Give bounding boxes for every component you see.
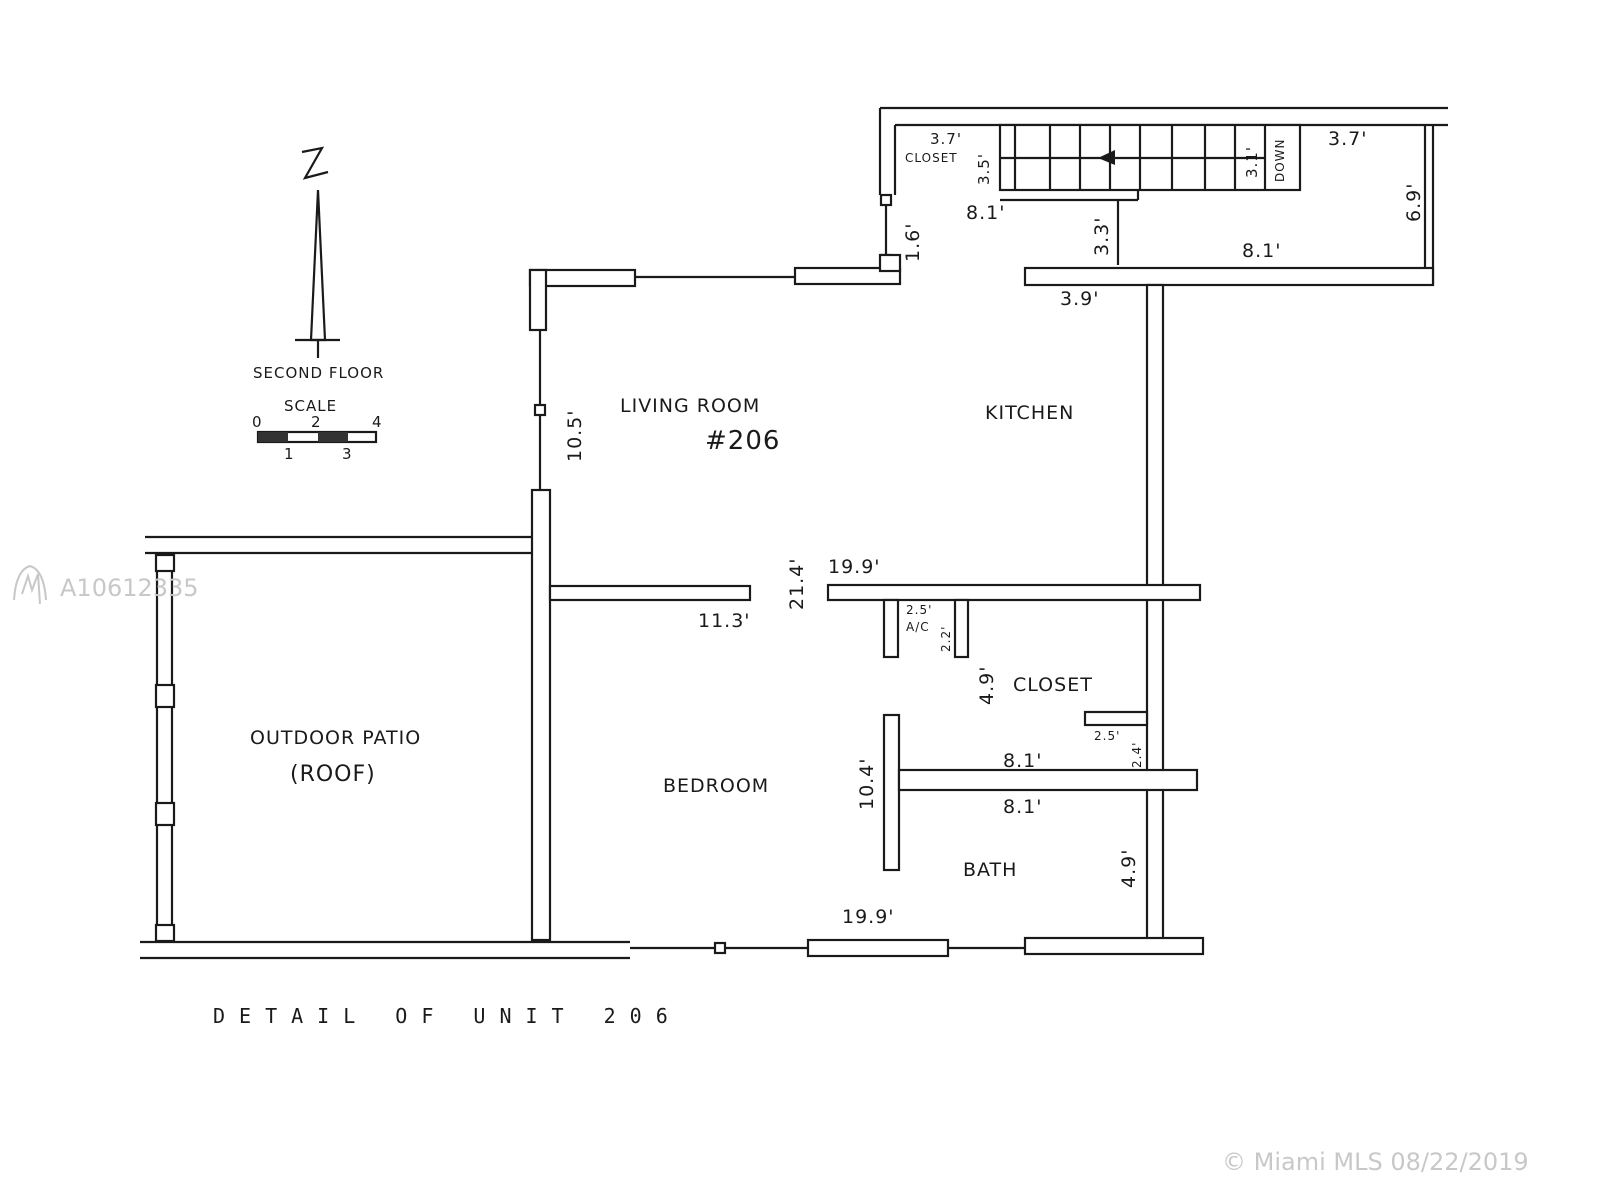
dimension: 4.9' [1118, 848, 1140, 888]
room-label-living-room: LIVING ROOM [620, 395, 761, 417]
dimension: 2.4' [1130, 741, 1144, 768]
dimension: 19.9' [828, 556, 881, 578]
dimension: 3.3' [1091, 216, 1113, 256]
dimension: 3.7' [1328, 128, 1368, 150]
room-label-top-closet: CLOSET [905, 151, 958, 165]
room-label-closet: CLOSET [1013, 674, 1093, 696]
room-label-bedroom: BEDROOM [663, 775, 770, 797]
scale-tick: 1 [284, 445, 295, 463]
dimension: 2.2' [939, 625, 953, 652]
copyright-watermark: © Miami MLS 08/22/2019 [1222, 1148, 1529, 1176]
dimension: 11.3' [698, 610, 751, 632]
dimension: 8.1' [1003, 750, 1043, 772]
dimension: 2.5' [1094, 729, 1121, 743]
dimension: 3.5' [975, 153, 993, 185]
scale-tick: 2 [311, 413, 322, 431]
dimension: 8.1' [966, 202, 1006, 224]
dimension: 19.9' [842, 906, 895, 928]
room-label-bath: BATH [963, 859, 1018, 881]
scale-tick: 0 [252, 413, 263, 431]
scale-label: SCALE [284, 397, 338, 415]
dimension: 1.6' [902, 222, 924, 262]
dimension: 8.1' [1003, 796, 1043, 818]
dimension: 6.9' [1403, 182, 1425, 222]
dimension: 10.5' [564, 409, 586, 462]
plan-title: DETAIL OF UNIT 206 [213, 1004, 682, 1028]
dimension: 4.9' [976, 665, 998, 705]
scale-tick: 3 [342, 445, 353, 463]
walls [140, 106, 1448, 960]
dimension: 8.1' [1242, 240, 1282, 262]
dimension: 3.1' [1243, 146, 1261, 178]
scale-tick: 4 [372, 413, 383, 431]
floor-label: SECOND FLOOR [253, 364, 385, 382]
dimension: 2.5' [906, 603, 933, 617]
unit-number: #206 [705, 426, 781, 456]
room-label-kitchen: KITCHEN [985, 402, 1075, 424]
north-arrow-icon [295, 146, 340, 358]
dimension: 3.9' [1060, 288, 1100, 310]
scale-bar [256, 430, 378, 444]
dimension: 10.4' [856, 757, 878, 810]
mls-logo-icon [10, 560, 50, 616]
listing-id-watermark: A10612335 [60, 574, 199, 602]
room-label-patio: OUTDOOR PATIO [250, 727, 422, 749]
patio-note: (ROOF) [290, 762, 376, 787]
dimension: 3.7' [930, 130, 962, 148]
room-label-ac: A/C [906, 620, 930, 634]
dimension: 21.4' [786, 557, 808, 610]
